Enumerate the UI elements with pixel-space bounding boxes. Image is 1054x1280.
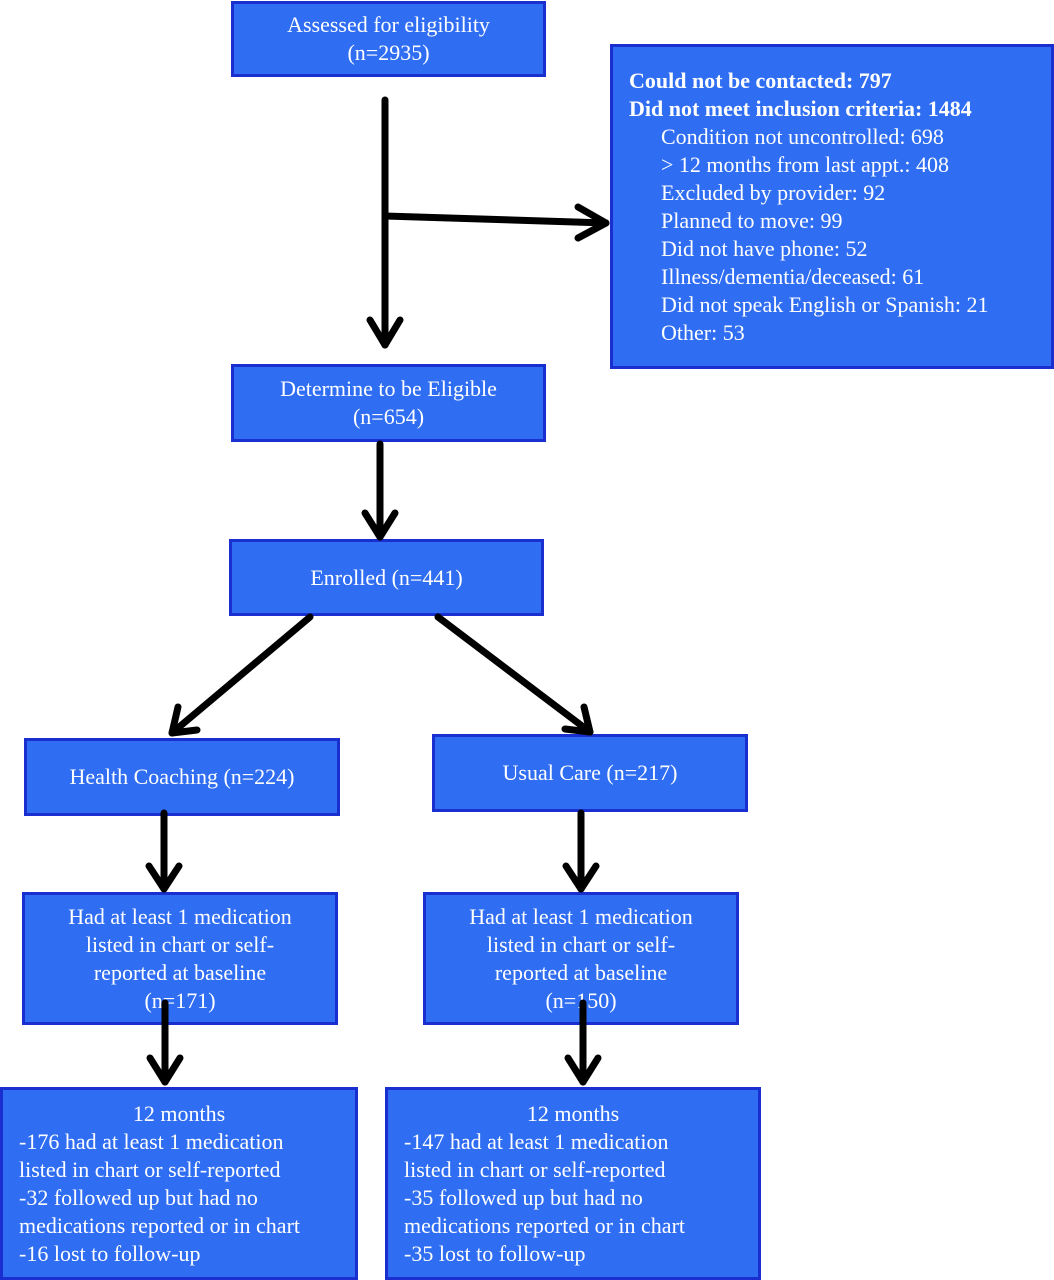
usual-care-label: Usual Care (n=217) <box>502 760 678 785</box>
hc-followup-box: 12 months -176 had at least 1 medication… <box>0 1087 358 1280</box>
uc-followup-line: -35 followed up but had no <box>404 1185 643 1210</box>
eligible-box: Determine to be Eligible (n=654) <box>231 364 546 442</box>
arrow-uc-to-medication <box>562 809 600 893</box>
uc-followup-box: 12 months -147 had at least 1 medication… <box>385 1087 761 1280</box>
health-coaching-box: Health Coaching (n=224) <box>24 738 340 816</box>
inclusion-criteria-text: Did not meet inclusion criteria: 1484 <box>629 96 972 121</box>
exclusion-item: Other: 53 <box>661 320 745 345</box>
arrow-eligible-to-enrolled <box>361 440 399 541</box>
exclusion-item: > 12 months from last appt.: 408 <box>661 152 949 177</box>
arrow-assessed-to-eligible <box>366 96 404 349</box>
hc-followup-line: listed in chart or self-reported <box>19 1157 281 1182</box>
hc-followup-line: -16 lost to follow-up <box>19 1241 201 1266</box>
not-contacted-text: Could not be contacted: 797 <box>629 68 892 93</box>
assessed-box: Assessed for eligibility (n=2935) <box>231 1 546 77</box>
uc-medication-box: Had at least 1 medication listed in char… <box>423 892 739 1025</box>
usual-care-box: Usual Care (n=217) <box>432 734 748 812</box>
arrow-hc-to-medication <box>145 809 183 893</box>
enrolled-label: Enrolled (n=441) <box>310 564 463 590</box>
hc-followup-heading: 12 months <box>132 1101 226 1126</box>
exclusion-item: Excluded by provider: 92 <box>661 180 886 205</box>
eligible-label: Determine to be Eligible <box>280 376 497 401</box>
uc-medication-count: (n=150) <box>545 987 617 1013</box>
health-coaching-label: Health Coaching (n=224) <box>69 764 295 789</box>
hc-medication-line: reported at baseline <box>93 959 267 985</box>
arrow-enrolled-to-health-coaching <box>168 613 314 737</box>
exclusion-item: Did not speak English or Spanish: 21 <box>661 292 989 317</box>
hc-medication-line: Had at least 1 medication <box>68 903 292 929</box>
assessed-count: (n=2935) <box>347 40 430 65</box>
hc-followup-line: -32 followed up but had no <box>19 1185 258 1210</box>
hc-followup-line: -176 had at least 1 medication <box>19 1129 284 1154</box>
arrow-to-exclusions <box>381 203 610 242</box>
hc-medication-box: Had at least 1 medication listed in char… <box>22 892 338 1025</box>
arrow-enrolled-to-usual-care <box>434 613 594 736</box>
exclusions-box: Could not be contacted: 797 Did not meet… <box>610 44 1054 369</box>
uc-medication-line: listed in chart or self- <box>486 931 676 957</box>
eligible-count: (n=654) <box>352 404 425 429</box>
exclusion-item: Planned to move: 99 <box>661 208 843 233</box>
uc-medication-line: reported at baseline <box>494 959 668 985</box>
uc-followup-line: medications reported or in chart <box>404 1213 686 1238</box>
exclusion-item: Illness/dementia/deceased: 61 <box>661 264 925 289</box>
enrolled-box: Enrolled (n=441) <box>229 539 544 616</box>
uc-followup-heading: 12 months <box>526 1101 620 1126</box>
hc-medication-line: listed in chart or self- <box>85 931 275 957</box>
assessed-label: Assessed for eligibility <box>287 12 490 37</box>
uc-medication-line: Had at least 1 medication <box>469 903 693 929</box>
hc-medication-count: (n=171) <box>144 987 216 1013</box>
uc-followup-line: -35 lost to follow-up <box>404 1241 586 1266</box>
exclusion-item: Condition not uncontrolled: 698 <box>661 124 944 149</box>
hc-followup-line: medications reported or in chart <box>19 1213 301 1238</box>
exclusion-item: Did not have phone: 52 <box>661 236 868 261</box>
uc-followup-line: listed in chart or self-reported <box>404 1157 666 1182</box>
uc-followup-line: -147 had at least 1 medication <box>404 1129 669 1154</box>
